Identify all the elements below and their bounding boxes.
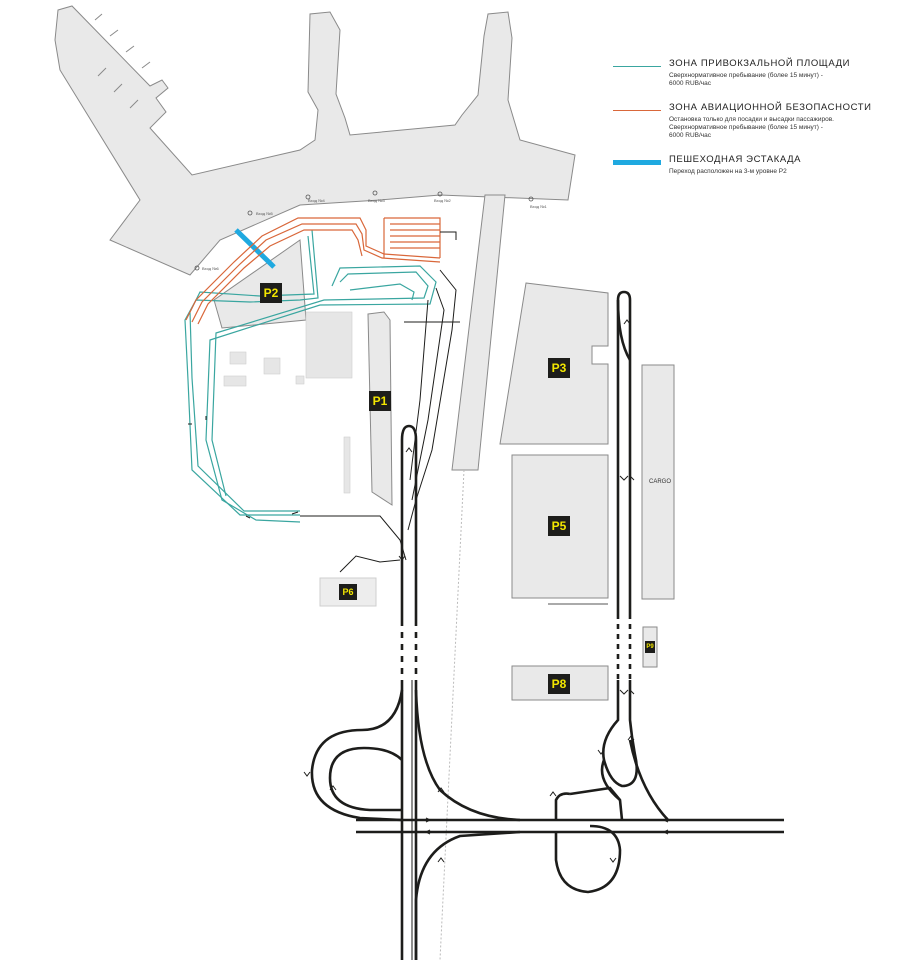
gate-markers (194, 190, 534, 271)
parking-p8-label: P8 (548, 674, 570, 694)
dotted-path (439, 469, 465, 960)
legend-swatch-security (613, 110, 661, 111)
legend-desc: Переход расположен на 3-м уровне P2 (669, 168, 787, 175)
parking-p1-label: P1 (369, 391, 391, 411)
gate-2-label: Вход №2 (434, 198, 451, 203)
legend-title: ЗОНА АВИАЦИОННОЙ БЕЗОПАСНОСТИ (669, 102, 872, 113)
parking-p2-label: P2 (260, 283, 282, 303)
terminal-pier-marks (94, 13, 151, 109)
legend-item-forecourt: ЗОНА ПРИВОКЗАЛЬНОЙ ПЛОЩАДИ Сверхнорматив… (613, 58, 893, 88)
gate-3-label: Вход №3 (368, 198, 385, 203)
east-service-dashes (616, 614, 632, 680)
map-legend: ЗОНА ПРИВОКЗАЛЬНОЙ ПЛОЩАДИ Сверхнорматив… (613, 58, 893, 190)
legend-swatch-forecourt (613, 66, 661, 67)
parking-p5-label: P5 (548, 516, 570, 536)
gate-6-label: Вход №6 (202, 266, 219, 271)
elevated-road (451, 194, 506, 471)
cargo-building (641, 364, 675, 600)
gate-1-label: Вход №1 (530, 204, 547, 209)
gate-4-label: Вход №4 (308, 198, 325, 203)
gate-5-label: Вход №5 (256, 211, 273, 216)
cargo-label: CARGO (649, 479, 672, 485)
misc-buildings (223, 311, 353, 494)
legend-desc: Остановка только для посадки и высадки п… (669, 116, 834, 139)
legend-swatch-bridge (613, 160, 661, 165)
legend-item-security: ЗОНА АВИАЦИОННОЙ БЕЗОПАСНОСТИ Остановка … (613, 102, 893, 140)
legend-desc: Сверхнормативное пребывание (более 15 ми… (669, 72, 823, 87)
terminal-building (54, 5, 576, 276)
legend-item-bridge: ПЕШЕХОДНАЯ ЭСТАКАДА Переход расположен н… (613, 154, 893, 176)
east-service-road (554, 290, 669, 894)
east-west-highway (356, 818, 784, 834)
highway-dashes (400, 620, 418, 680)
pedestrian-bridge (234, 228, 276, 269)
interchange-loops (310, 689, 521, 960)
direction-arrows (188, 319, 669, 863)
parking-p6-label: P6 (339, 584, 357, 600)
parking-p9-label: P9 (645, 641, 655, 653)
legend-title: ЗОНА ПРИВОКЗАЛЬНОЙ ПЛОЩАДИ (669, 58, 851, 69)
legend-title: ПЕШЕХОДНАЯ ЭСТАКАДА (669, 154, 802, 165)
security-zone-lanes (185, 217, 441, 325)
terminal-service-roads (300, 231, 460, 573)
parking-p3-label: P3 (548, 358, 570, 378)
